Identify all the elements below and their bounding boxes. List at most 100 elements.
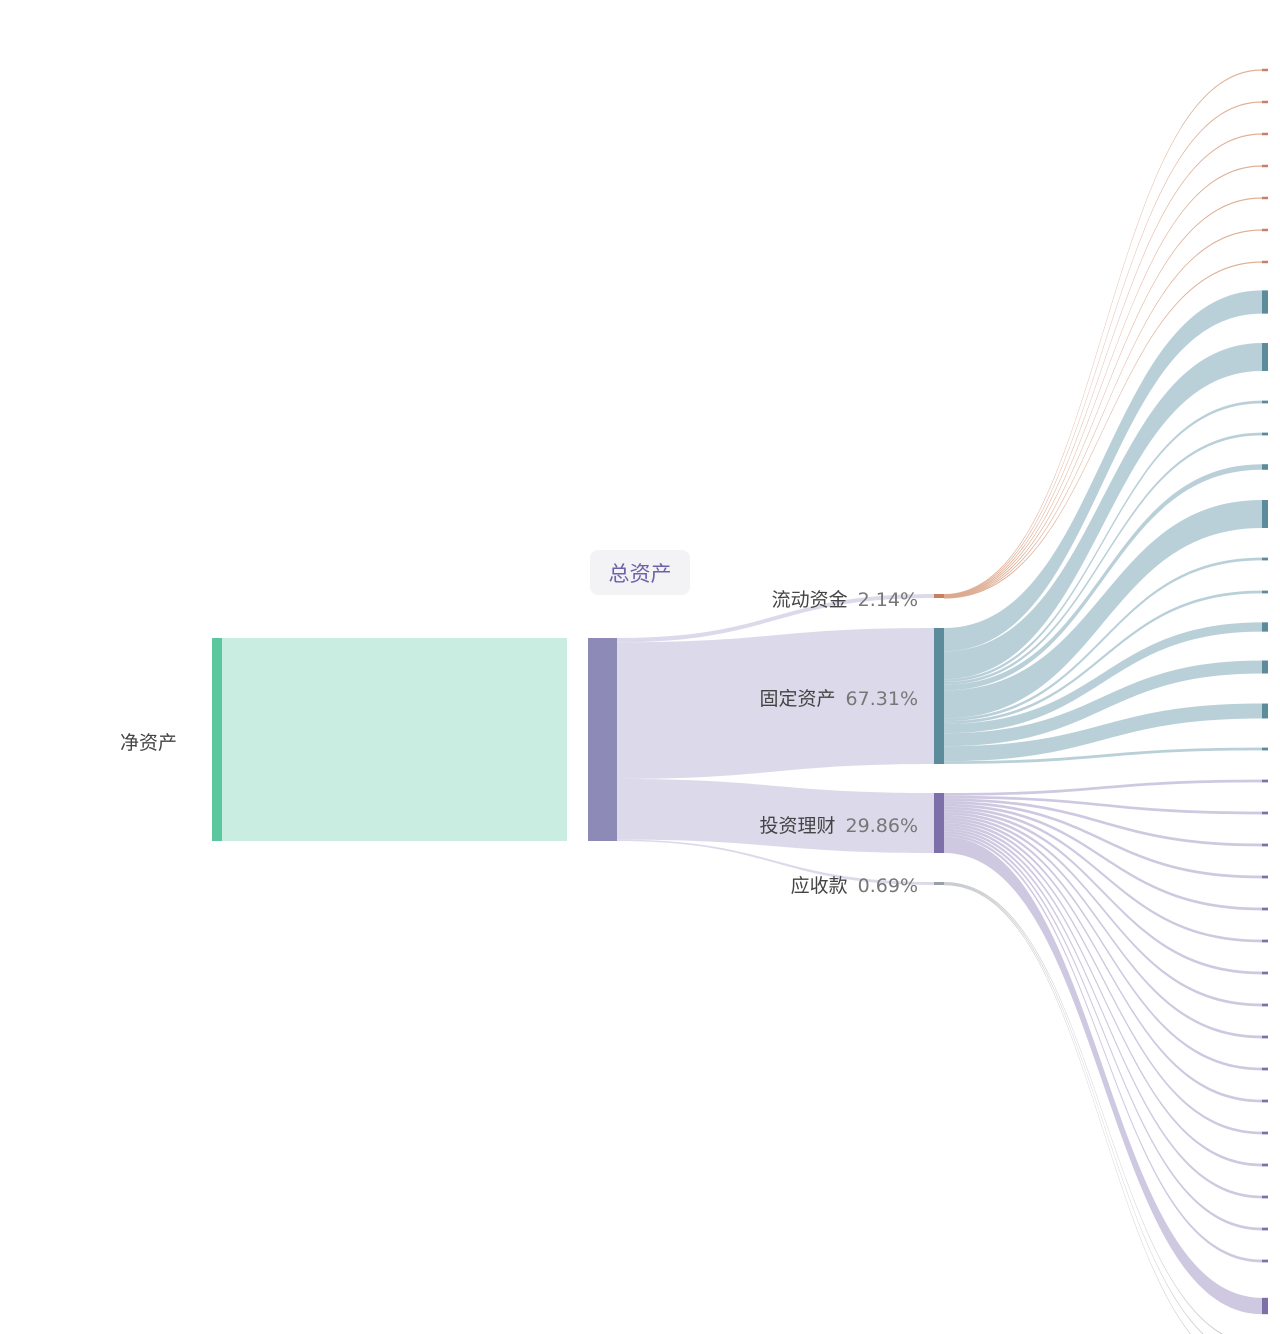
leaf-node [1262, 343, 1268, 371]
link-child-to-leaf [944, 823, 1262, 1135]
leaf-node [1262, 660, 1268, 674]
leaf-node [1262, 228, 1268, 232]
link-child-to-leaf [944, 817, 1262, 1071]
node-child [934, 628, 944, 764]
leaf-node [1262, 164, 1268, 168]
leaf-node [1262, 875, 1268, 879]
node-label-total-assets: 总资产 [590, 550, 690, 595]
node-label-fixed-assets: 固定资产 67.31% [760, 684, 918, 711]
label-text: 应收款 [790, 875, 848, 897]
node-label-net-assets: 净资产 [120, 732, 178, 754]
leaf-node [1262, 1067, 1268, 1071]
leaf-node [1262, 1195, 1268, 1199]
link-net-to-total [222, 638, 567, 841]
label-text: 投资理财 [759, 815, 836, 837]
node-label-current-funds: 流动资金 2.14% [772, 585, 918, 612]
percent-text: 67.31% [845, 688, 918, 710]
link-child-to-leaf [944, 197, 1262, 598]
link-child-to-leaf [944, 343, 1262, 680]
leaf-node [1262, 1259, 1268, 1263]
leaf-node [1262, 779, 1268, 783]
link-child-to-leaf [944, 779, 1262, 796]
node-net-assets [212, 638, 222, 841]
percent-text: 2.14% [857, 589, 918, 611]
leaf-node [1262, 100, 1268, 104]
node-label-receivables: 应收款 0.69% [791, 871, 918, 898]
link-child-to-leaf [944, 831, 1262, 1231]
leaf-node [1262, 132, 1268, 136]
leaf-node [1262, 939, 1268, 943]
link-total-to-child [617, 839, 934, 885]
link-child-to-leaf [944, 825, 1262, 1167]
leaf-node [1262, 843, 1268, 847]
node-child [934, 793, 944, 853]
leaf-node [1262, 1099, 1268, 1103]
leaf-node [1262, 1297, 1268, 1315]
leaf-node [1262, 1163, 1268, 1167]
link-child-to-leaf [944, 798, 1262, 847]
link-child-to-leaf [944, 101, 1262, 596]
link-child-to-leaf [944, 133, 1262, 597]
leaf-node [1262, 432, 1268, 436]
leaf-node [1262, 1131, 1268, 1135]
link-child-to-leaf [944, 660, 1262, 747]
percent-text: 29.86% [845, 815, 918, 837]
node-label-investments: 投资理财 29.86% [760, 811, 918, 838]
leaf-node [1262, 260, 1268, 264]
link-child-to-leaf [944, 820, 1262, 1103]
link-child-to-leaf [944, 261, 1262, 599]
total-assets-text: 总资产 [608, 561, 672, 586]
link-child-to-leaf [944, 795, 1262, 815]
node-total-assets [588, 638, 617, 841]
link-child-to-leaf [944, 229, 1262, 599]
leaf-node [1262, 1035, 1268, 1039]
label-text: 流动资金 [771, 589, 848, 611]
link-child-to-leaf [944, 814, 1262, 1039]
node-child [934, 882, 944, 885]
leaf-node [1262, 1227, 1268, 1231]
leaf-node [1262, 907, 1268, 911]
link-child-to-leaf [944, 812, 1262, 1007]
link-total-to-child [617, 594, 934, 643]
link-child-to-leaf [944, 400, 1262, 683]
leaf-node [1262, 400, 1268, 404]
link-child-to-leaf [944, 590, 1262, 724]
leaf-node [1262, 971, 1268, 975]
leaf-node [1262, 557, 1268, 561]
percent-text: 0.69% [857, 875, 918, 897]
label-text: 固定资产 [759, 688, 836, 710]
leaf-node [1262, 622, 1268, 632]
link-child-to-leaf [944, 801, 1262, 879]
link-child-to-leaf [944, 69, 1262, 596]
leaf-node [1262, 703, 1268, 719]
link-child-to-leaf [944, 747, 1262, 764]
link-child-to-leaf [944, 290, 1262, 652]
link-child-to-leaf [944, 622, 1262, 734]
link-child-to-leaf [944, 882, 1224, 1334]
link-child-to-leaf [944, 803, 1262, 911]
link-child-to-leaf [944, 883, 1204, 1334]
leaf-node [1262, 290, 1268, 314]
leaf-node [1262, 464, 1268, 470]
leaf-node [1262, 500, 1268, 528]
link-child-to-leaf [944, 809, 1262, 975]
link-child-to-leaf [944, 806, 1262, 943]
link-child-to-leaf [944, 884, 1192, 1334]
leaf-node [1262, 590, 1268, 594]
link-child-to-leaf [944, 500, 1262, 719]
link-child-to-leaf [944, 828, 1262, 1199]
leaf-node [1262, 196, 1268, 200]
link-child-to-leaf [944, 703, 1262, 762]
link-child-to-leaf [944, 464, 1262, 691]
link-child-to-leaf [944, 557, 1262, 722]
leaf-node [1262, 1003, 1268, 1007]
link-child-to-leaf [944, 836, 1262, 1315]
leaf-node [1262, 68, 1268, 72]
link-child-to-leaf [944, 833, 1262, 1263]
leaf-node [1262, 811, 1268, 815]
link-total-to-child [617, 778, 934, 853]
link-child-to-leaf [944, 432, 1262, 685]
link-child-to-leaf [944, 165, 1262, 597]
leaf-node [1262, 747, 1268, 751]
